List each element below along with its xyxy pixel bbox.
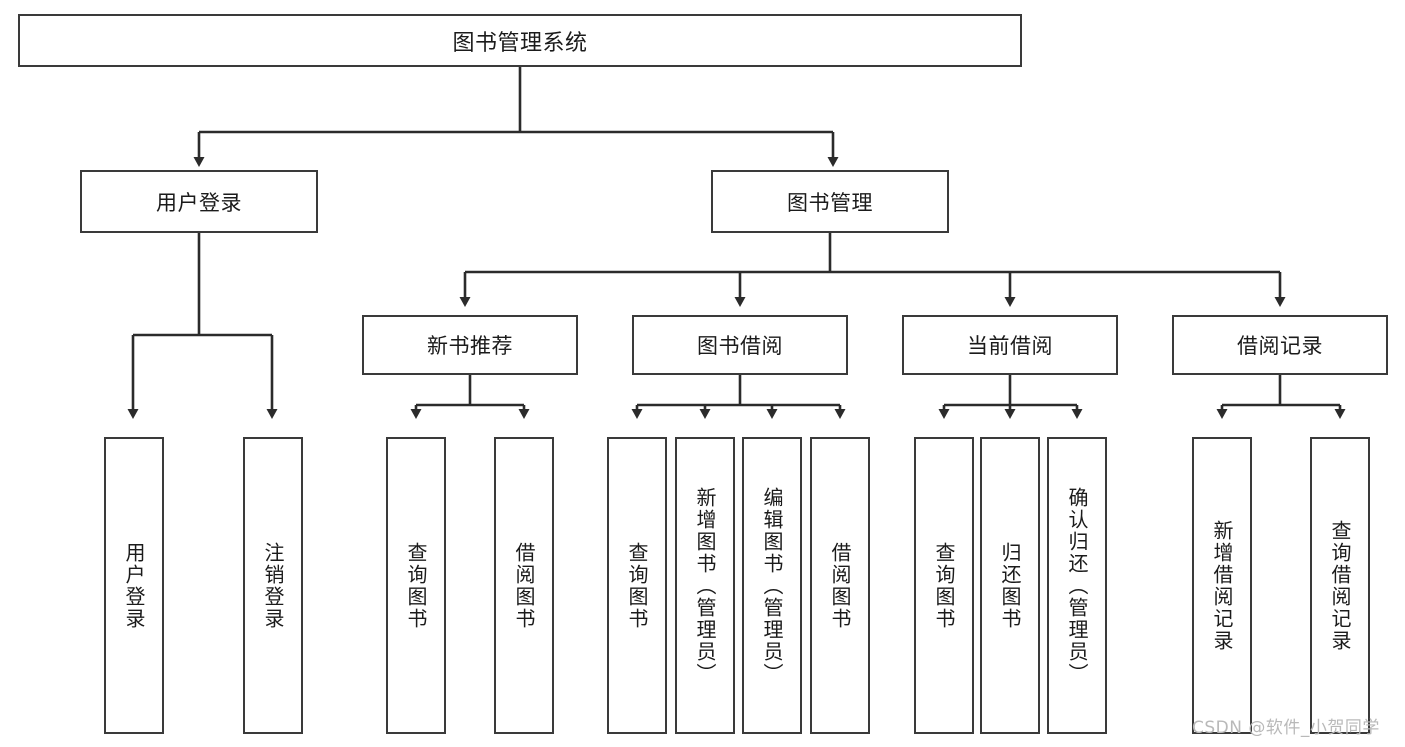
node-label: 用户登录 [156, 190, 242, 215]
leaf-edit-book-admin[interactable]: 编辑图书（管理员） [742, 437, 802, 734]
node-label: 借阅记录 [1237, 334, 1323, 358]
leaf-query-borrow-record[interactable]: 查询借阅记录 [1310, 437, 1370, 734]
node-label: 图书管理 [787, 190, 873, 215]
leaf-add-book-admin[interactable]: 新增图书（管理员） [675, 437, 735, 734]
node-current-borrow[interactable]: 当前借阅 [902, 315, 1118, 375]
node-book-borrow[interactable]: 图书借阅 [632, 315, 848, 375]
leaf-add-borrow-record[interactable]: 新增借阅记录 [1192, 437, 1252, 734]
leaf-query-book-current[interactable]: 查询图书 [914, 437, 974, 734]
node-root-system[interactable]: 图书管理系统 [18, 14, 1022, 67]
node-label: 借阅图书 [512, 541, 536, 630]
node-label: 新增图书（管理员） [693, 486, 717, 685]
node-new-book-recommend[interactable]: 新书推荐 [362, 315, 578, 375]
leaf-confirm-return-admin[interactable]: 确认归还（管理员） [1047, 437, 1107, 734]
node-borrow-record[interactable]: 借阅记录 [1172, 315, 1388, 375]
leaf-query-book-recommend[interactable]: 查询图书 [386, 437, 446, 734]
leaf-return-book[interactable]: 归还图书 [980, 437, 1040, 734]
node-label: 当前借阅 [967, 334, 1053, 358]
node-user-login[interactable]: 用户登录 [80, 170, 318, 233]
node-label: 编辑图书（管理员） [760, 486, 784, 685]
node-label: 图书管理系统 [452, 30, 588, 56]
node-label: 归还图书 [998, 541, 1022, 630]
node-book-manage[interactable]: 图书管理 [711, 170, 949, 233]
node-label: 查询图书 [625, 541, 649, 630]
leaf-borrow-book[interactable]: 借阅图书 [810, 437, 870, 734]
node-label: 查询图书 [932, 541, 956, 630]
node-label: 查询借阅记录 [1328, 519, 1352, 652]
node-label: 用户登录 [122, 541, 146, 630]
leaf-query-book-borrow[interactable]: 查询图书 [607, 437, 667, 734]
node-label: 查询图书 [404, 541, 428, 630]
leaf-borrow-book-recommend[interactable]: 借阅图书 [494, 437, 554, 734]
node-label: 注销登录 [261, 541, 285, 630]
node-label: 借阅图书 [828, 541, 852, 630]
watermark-text: CSDN @软件_小贺同学 [1192, 718, 1380, 738]
leaf-user-login[interactable]: 用户登录 [104, 437, 164, 734]
node-label: 确认归还（管理员） [1065, 486, 1089, 685]
node-label: 新增借阅记录 [1210, 519, 1234, 652]
node-label: 图书借阅 [697, 334, 783, 358]
node-label: 新书推荐 [427, 334, 513, 358]
leaf-user-logout[interactable]: 注销登录 [243, 437, 303, 734]
